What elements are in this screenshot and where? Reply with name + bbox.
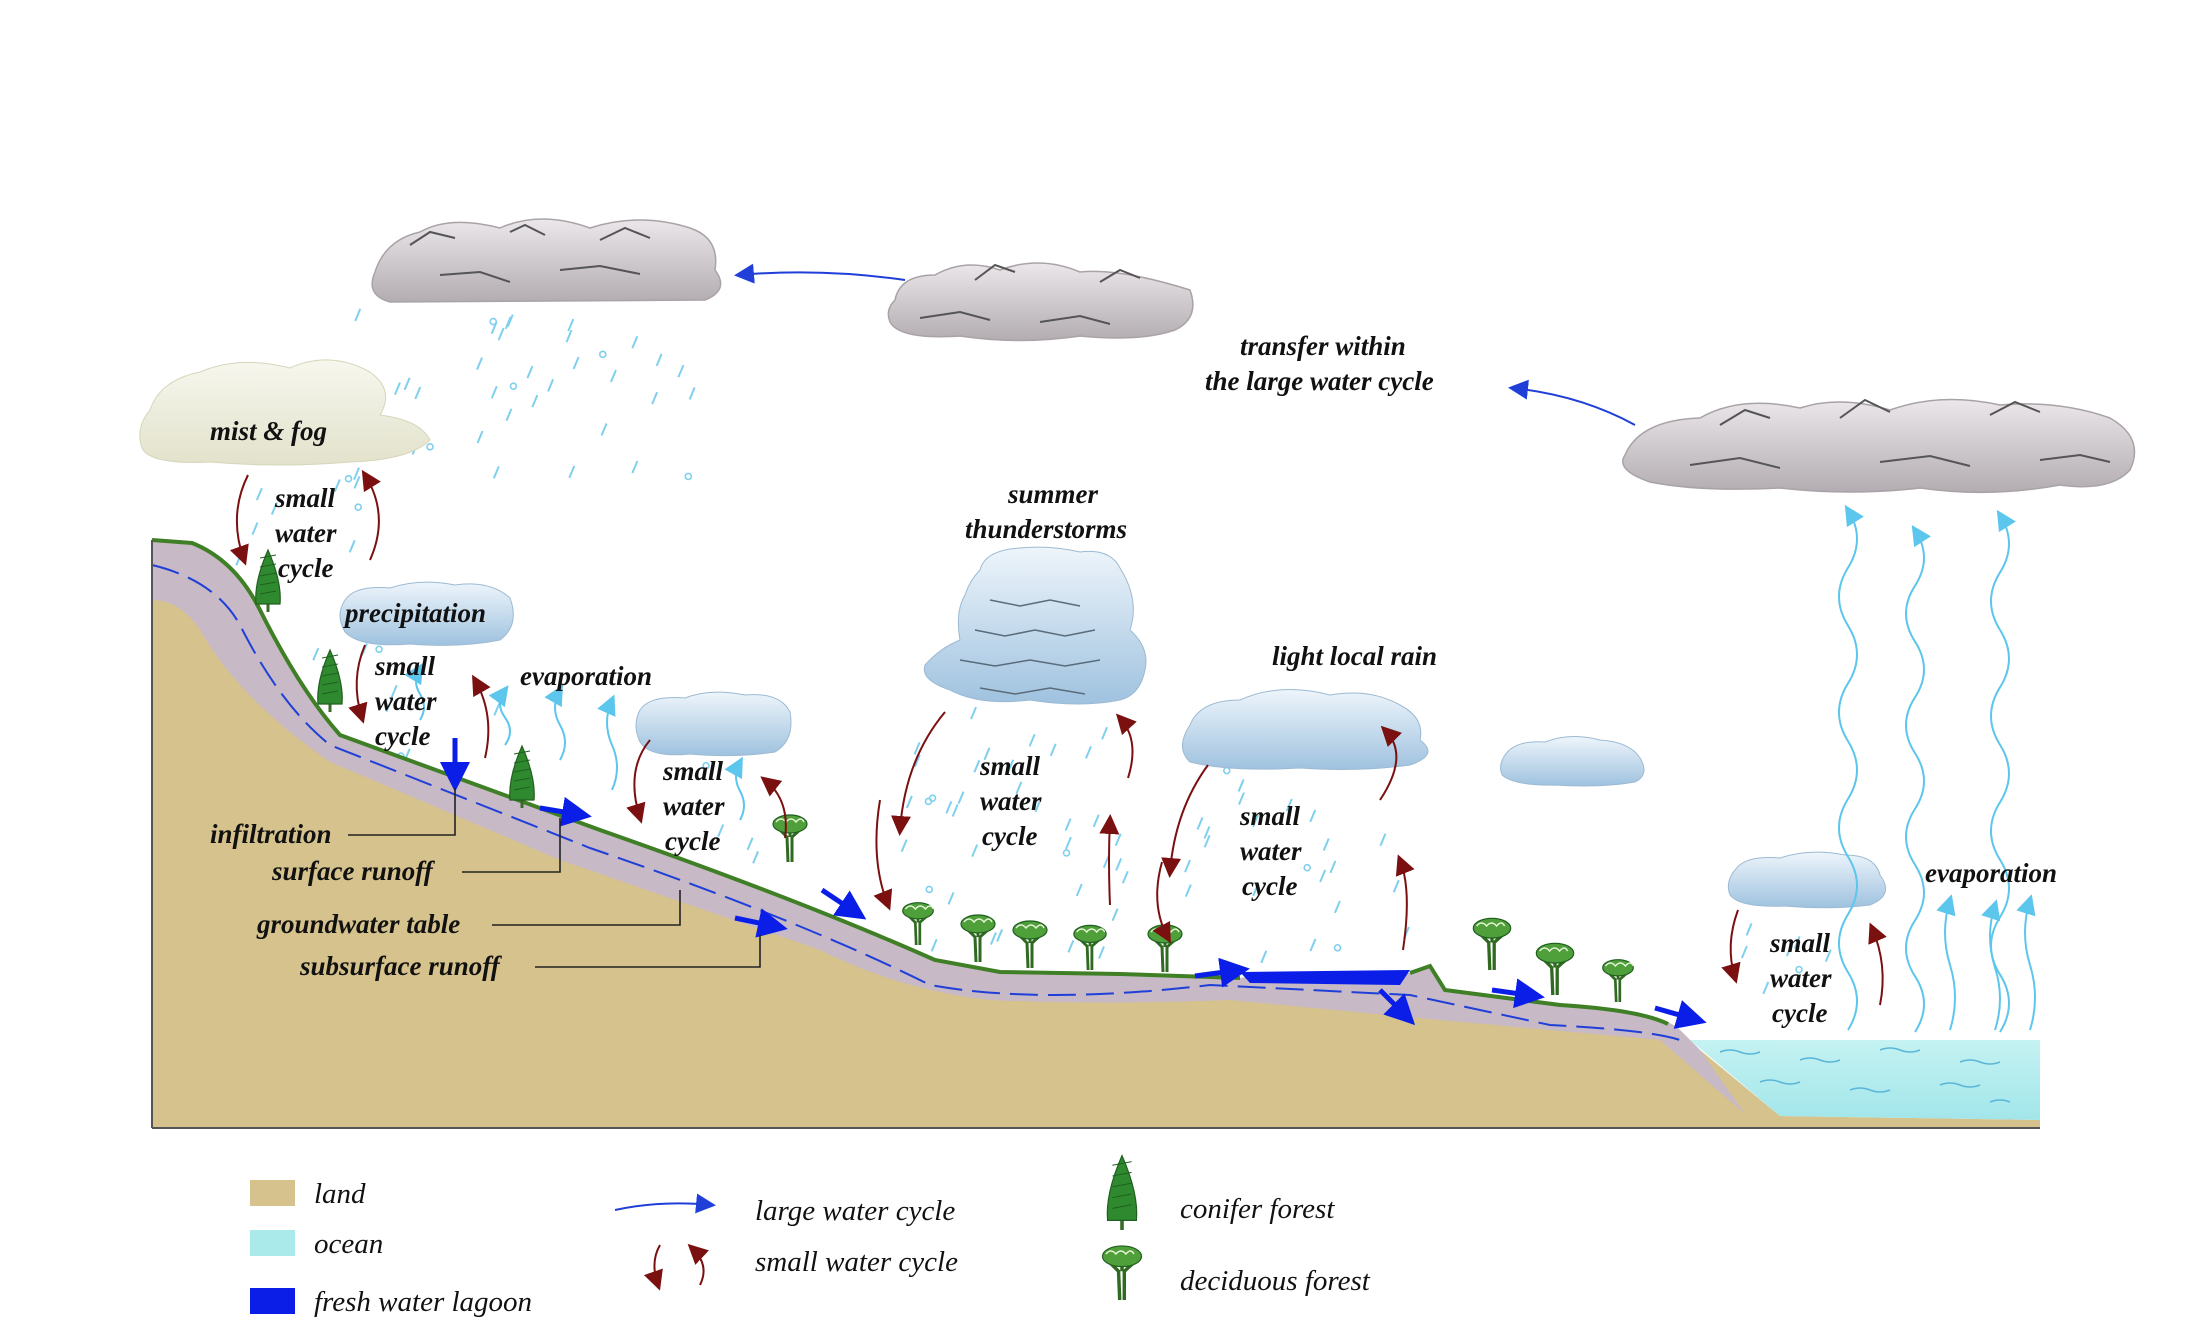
legend: land ocean fresh water lagoon large wate…	[250, 1154, 1371, 1318]
large-cycle-arrow-top	[734, 263, 906, 284]
svg-text:small: small	[374, 651, 436, 681]
label-mist-fog: mist & fog	[210, 416, 327, 446]
label-small-water-cycle-6: small water cycle	[1769, 928, 1832, 1028]
conifer-tree-icon	[1106, 1154, 1138, 1230]
cloud-summer-thunderstorm	[923, 546, 1147, 705]
label-infiltration: infiltration	[210, 819, 332, 849]
svg-text:cycle: cycle	[375, 721, 430, 751]
legend-label-small-cycle: small water cycle	[755, 1246, 958, 1278]
rain-shaft	[1740, 923, 1832, 995]
cloud-grey-right	[1622, 398, 2136, 494]
conifer-tree-icon	[255, 548, 281, 612]
conifer-tree-icon	[509, 744, 535, 808]
small-cycle-arrows	[229, 469, 1887, 1006]
deciduous-tree-icon	[1101, 1245, 1143, 1301]
legend-conifer-icon	[1106, 1154, 1138, 1230]
svg-text:water: water	[375, 686, 437, 716]
label-surface-runoff: surface runoff	[271, 856, 436, 886]
rain-shaft	[1184, 766, 1410, 964]
cloud-precipitation	[339, 581, 514, 646]
legend-label-large-cycle: large water cycle	[755, 1195, 955, 1227]
ocean-waves	[1719, 1047, 2011, 1103]
land-body	[152, 540, 2040, 1128]
legend-swatch-lagoon	[250, 1288, 295, 1314]
svg-text:water: water	[980, 786, 1042, 816]
deciduous-tree-icon	[960, 914, 996, 963]
diagram-labels: mist & fog small water cycle precipitati…	[210, 331, 2057, 1028]
deciduous-tree-icon	[1012, 920, 1048, 969]
svg-text:cycle: cycle	[982, 821, 1037, 851]
svg-text:transfer within: transfer within	[1240, 331, 1406, 361]
svg-text:water: water	[1770, 963, 1832, 993]
svg-text:water: water	[1240, 836, 1302, 866]
cloud-grey-middle	[887, 262, 1194, 342]
legend-label-lagoon: fresh water lagoon	[314, 1286, 532, 1318]
deciduous-tree-icon	[772, 814, 808, 863]
legend-deciduous-icon	[1101, 1245, 1143, 1301]
rain-shaft	[235, 479, 363, 566]
legend-small-cycle-arrow-up	[687, 1243, 710, 1286]
legend-label-land: land	[314, 1178, 366, 1210]
label-small-water-cycle-4: small water cycle	[979, 751, 1042, 851]
cloud-coastal	[1727, 851, 1887, 909]
label-small-water-cycle-1: small water cycle	[274, 483, 337, 583]
deciduous-tree-icon	[1472, 917, 1512, 971]
cloud-grey-top-left	[371, 218, 722, 303]
legend-swatch-land	[250, 1180, 295, 1206]
label-subsurface-runoff: subsurface runoff	[299, 951, 503, 981]
label-summer-thunderstorms: summer thunderstorms	[965, 479, 1127, 544]
legend-label-ocean: ocean	[314, 1228, 383, 1260]
groundwater-table-line	[151, 564, 1681, 1041]
label-small-water-cycle-5: small water cycle	[1239, 801, 1302, 901]
runoff-arrows	[440, 738, 1707, 1029]
leader-lines	[348, 788, 761, 968]
svg-text:water: water	[275, 518, 337, 548]
conifer-tree-icon	[317, 648, 343, 712]
deciduous-tree-icon	[1602, 959, 1635, 1003]
large-cycle-arrow-right	[1508, 379, 1636, 426]
label-light-local-rain: light local rain	[1272, 641, 1437, 671]
svg-text:the large water cycle: the large water cycle	[1205, 366, 1434, 396]
ocean	[1690, 1040, 2040, 1120]
svg-text:cycle: cycle	[1242, 871, 1297, 901]
svg-text:small: small	[662, 756, 724, 786]
label-groundwater-table: groundwater table	[256, 909, 460, 939]
cloud-mist-fog	[139, 359, 431, 466]
legend-large-cycle-arrow	[614, 1193, 716, 1214]
cloud-small-mid-left	[635, 691, 792, 757]
svg-text:cycle: cycle	[278, 553, 333, 583]
label-evaporation-right: evaporation	[1925, 858, 2057, 888]
label-evaporation-left: evaporation	[520, 661, 652, 691]
svg-text:thunderstorms: thunderstorms	[965, 514, 1127, 544]
label-transfer-large-cycle: transfer within the large water cycle	[1205, 331, 1434, 396]
label-precipitation: precipitation	[343, 598, 486, 628]
deciduous-tree-icon	[902, 902, 935, 946]
svg-text:small: small	[274, 483, 336, 513]
cloud-light-local-rain	[1182, 689, 1429, 770]
label-small-water-cycle-2: small water cycle	[374, 651, 437, 751]
svg-text:water: water	[663, 791, 725, 821]
landscape-cross-section	[151, 538, 2040, 1129]
deciduous-tree-icon	[1535, 942, 1575, 996]
label-small-water-cycle-3: small water cycle	[662, 756, 725, 856]
svg-text:cycle: cycle	[665, 826, 720, 856]
legend-swatch-ocean	[250, 1230, 295, 1256]
legend-label-conifer: conifer forest	[1180, 1193, 1335, 1225]
svg-text:summer: summer	[1007, 479, 1099, 509]
rain-shafts	[235, 308, 1832, 995]
svg-text:cycle: cycle	[1772, 998, 1827, 1028]
evaporation-arrows	[404, 504, 2036, 1033]
svg-text:small: small	[979, 751, 1041, 781]
svg-text:small: small	[1769, 928, 1831, 958]
legend-small-cycle-arrow-down	[643, 1244, 663, 1291]
deciduous-tree-icon	[1073, 924, 1107, 971]
cloud-small-drifting	[1500, 736, 1645, 787]
rain-shaft	[900, 706, 1129, 959]
legend-label-deciduous: deciduous forest	[1180, 1265, 1371, 1297]
svg-text:small: small	[1239, 801, 1301, 831]
lagoon	[1240, 970, 1410, 985]
